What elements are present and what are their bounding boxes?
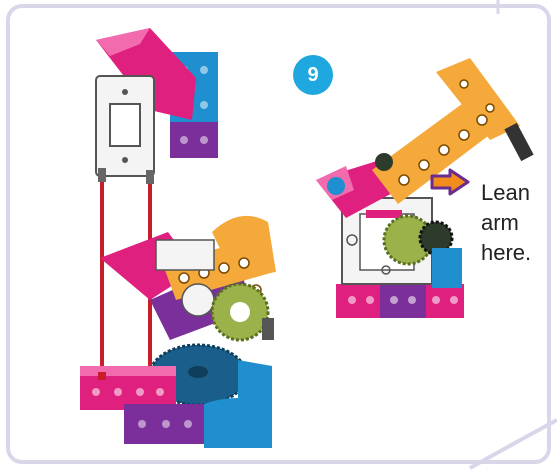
step-number-badge: 9 (293, 55, 333, 95)
left-assembly (80, 28, 276, 448)
base-assembly (80, 216, 276, 448)
white-frame-piece (96, 76, 154, 184)
step-number: 9 (307, 64, 318, 87)
callout-line-2: arm (481, 208, 531, 238)
callout-text: Lean arm here. (481, 178, 531, 268)
callout-line-3: here. (481, 238, 531, 268)
callout-line-1: Lean (481, 178, 531, 208)
